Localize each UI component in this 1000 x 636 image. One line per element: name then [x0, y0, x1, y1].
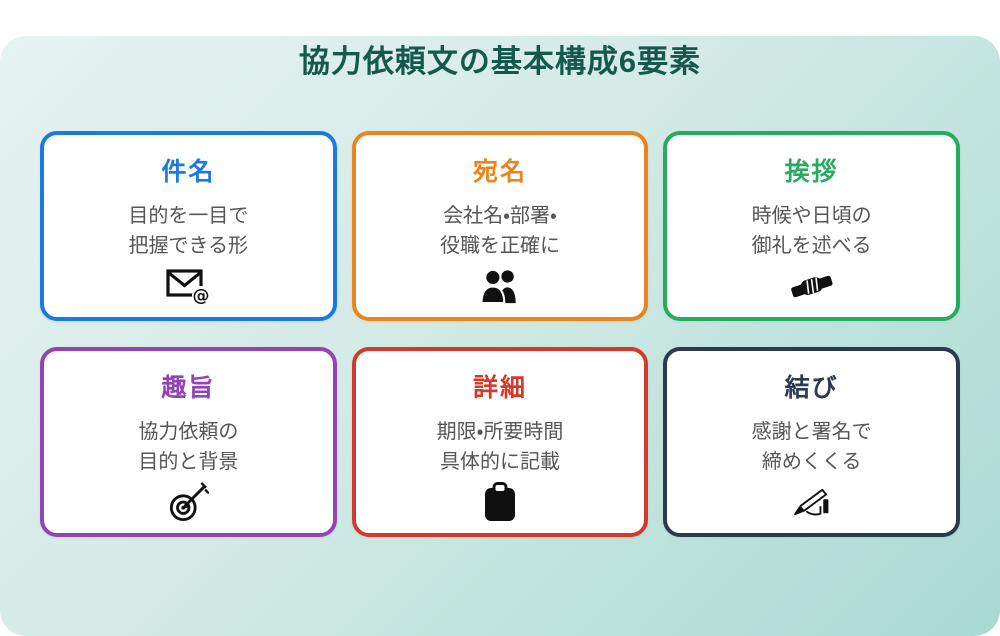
- desc-line: 役職を正確に: [439, 235, 560, 257]
- card-closing-heading: 結び: [784, 374, 839, 402]
- card-addressee-description: 会社名・部署・ 役職を正確に: [440, 201, 560, 261]
- card-greeting: 挨拶 時候や日頃の 御礼を述べる: [663, 131, 960, 321]
- people-icon: [479, 266, 521, 306]
- card-greeting-description: 時候や日頃の 御礼を述べる: [752, 201, 872, 261]
- desc-line: 目的を一目で: [128, 205, 249, 227]
- card-closing: 結び 感謝と署名で 締めくくる: [663, 347, 960, 537]
- desc-line: 協力依頼の: [138, 421, 239, 443]
- page-title: 協力依頼文の基本構成6要素: [298, 44, 702, 79]
- email-icon: @: [166, 266, 211, 306]
- desc-line: 締めくくる: [761, 451, 862, 473]
- card-details-heading: 詳細: [472, 374, 527, 402]
- card-addressee-heading: 宛名: [472, 158, 527, 186]
- desc-line: 会社名・部署・: [443, 205, 557, 227]
- writing-hand-icon: [793, 482, 831, 522]
- desc-line: 具体的に記載: [439, 451, 560, 473]
- handshake-icon: [790, 266, 834, 306]
- card-purpose-heading: 趣旨: [161, 374, 216, 402]
- card-purpose-description: 協力依頼の 目的と背景: [138, 417, 238, 477]
- card-addressee: 宛名 会社名・部署・ 役職を正確に: [351, 131, 649, 321]
- card-greeting-heading: 挨拶: [784, 158, 839, 186]
- svg-text:@: @: [193, 286, 210, 305]
- desc-line: 感謝と署名で: [751, 421, 872, 443]
- card-details: 詳細 期限・所要時間 具体的に記載: [351, 347, 649, 537]
- desc-line: 把握できる形: [128, 235, 249, 257]
- target-dart-icon: [167, 482, 210, 522]
- desc-line: 期限・所要時間: [436, 421, 564, 443]
- cards-grid: 件名 目的を一目で 把握できる形 @ 宛名 会社名・部署・ 役職を正確に: [0, 131, 1000, 537]
- card-subject-description: 目的を一目で 把握できる形: [128, 201, 248, 261]
- card-details-description: 期限・所要時間 具体的に記載: [437, 417, 564, 477]
- card-subject-heading: 件名: [161, 158, 216, 186]
- card-purpose: 趣旨 協力依頼の 目的と背景: [40, 347, 337, 537]
- clipboard-icon: [483, 482, 517, 522]
- card-closing-description: 感謝と署名で 締めくくる: [752, 417, 872, 477]
- desc-line: 御礼を述べる: [751, 235, 872, 257]
- desc-line: 目的と背景: [138, 451, 239, 473]
- desc-line: 時候や日頃の: [751, 205, 872, 227]
- card-subject: 件名 目的を一目で 把握できる形 @: [40, 131, 337, 321]
